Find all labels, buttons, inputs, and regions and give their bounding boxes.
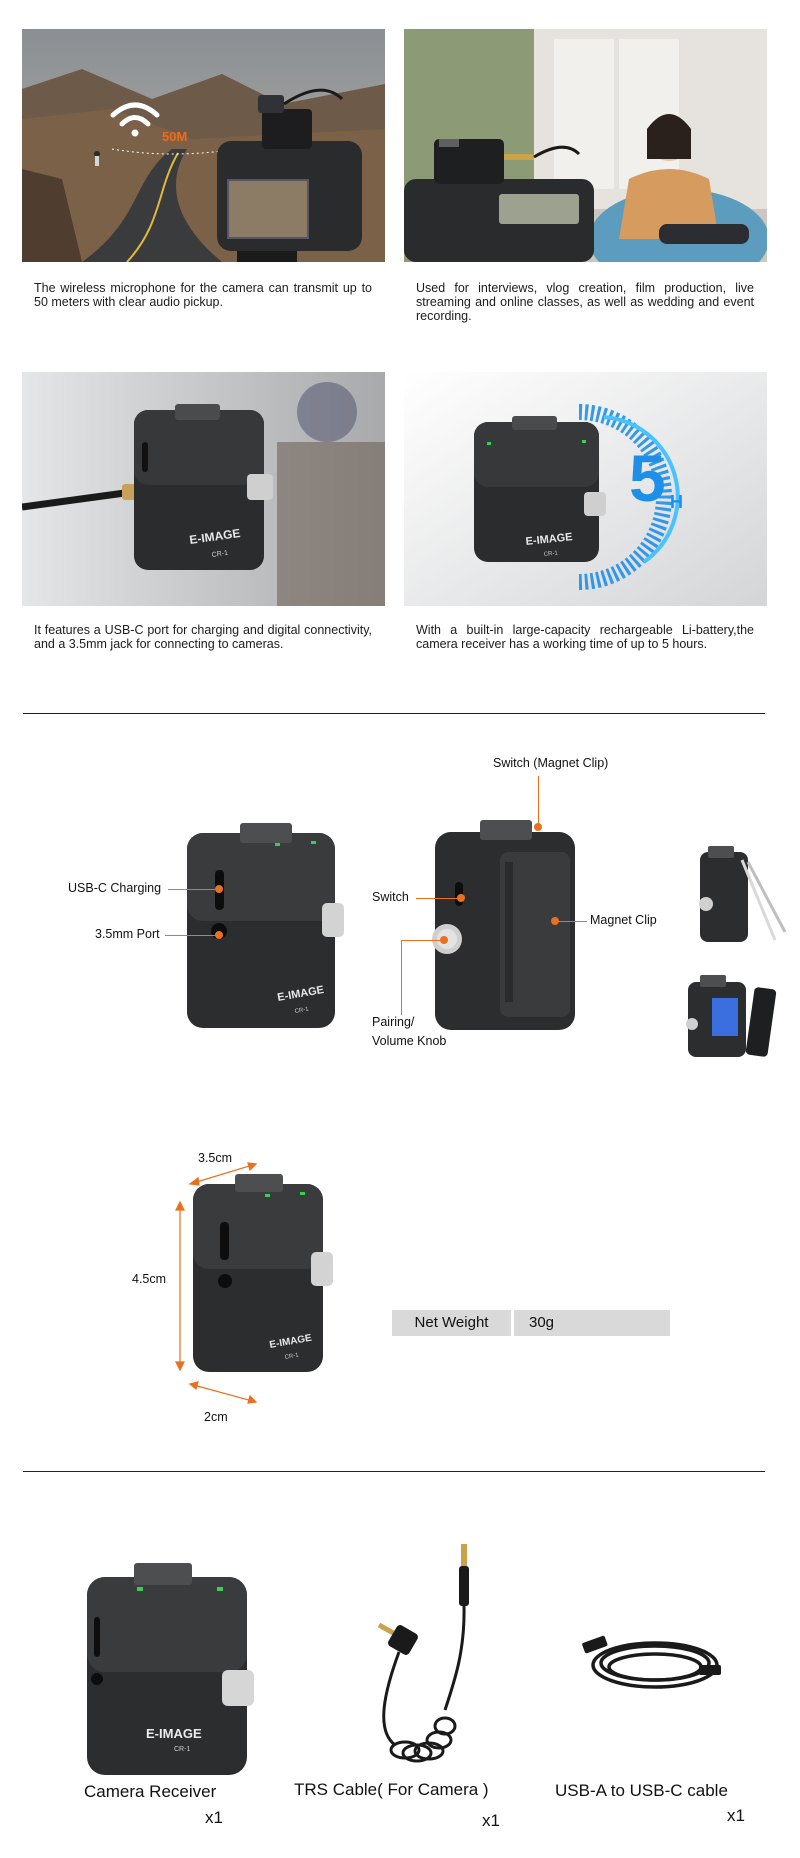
caption-ports: It features a USB-C port for charging an…	[34, 623, 372, 651]
photo-ports: E-IMAGE CR-1	[22, 372, 385, 606]
pointer-knob-horizontal	[401, 940, 441, 941]
marker-3-5mm	[215, 931, 223, 939]
battery-hours-number: 5	[629, 441, 666, 515]
svg-text:CR-1: CR-1	[544, 550, 559, 557]
label-3-5mm-port: 3.5mm Port	[95, 927, 160, 941]
device-dimension-view: E-IMAGE CR-1	[193, 1174, 333, 1372]
interview-scene-illustration	[404, 29, 767, 262]
clip-side-view-open	[699, 846, 787, 942]
pointer-switch	[416, 898, 460, 899]
kit-item-qty-trs-cable: x1	[482, 1811, 500, 1830]
device-clip-view	[432, 820, 575, 1030]
pointer-3-5mm	[165, 935, 217, 936]
net-weight-value: 30g	[514, 1310, 670, 1336]
marker-switch-clip	[534, 823, 542, 831]
device-ports-view: E-IMAGE CR-1	[187, 823, 344, 1028]
net-weight-label: Net Weight	[392, 1310, 511, 1336]
battery-hours-unit: H	[670, 492, 683, 512]
label-usb-c-charging: USB-C Charging	[68, 881, 162, 895]
label-volume-knob: Volume Knob	[372, 1034, 447, 1048]
dimension-height: 4.5cm	[132, 1272, 167, 1286]
caption-battery-life: With a built-in large-capacity rechargea…	[416, 623, 754, 651]
kit-camera-receiver-image: E-IMAGE CR-1	[87, 1563, 254, 1775]
section-divider-1	[23, 713, 765, 714]
svg-text:CR-1: CR-1	[174, 1746, 190, 1753]
range-overlay-label: 50M	[162, 129, 188, 144]
dimension-width: 3.5cm	[198, 1151, 233, 1165]
kit-item-name-trs-cable: TRS Cable( For Camera )	[294, 1780, 489, 1799]
kit-item-name-usb-cable: USB-A to USB-C cable	[555, 1781, 728, 1800]
dimension-arrows	[175, 1162, 258, 1404]
marker-switch	[457, 894, 465, 902]
marker-knob	[440, 936, 448, 944]
caption-interview-usage: Used for interviews, vlog creation, film…	[416, 281, 754, 323]
clip-side-view-magnet	[686, 975, 777, 1057]
svg-text:CR-1: CR-1	[294, 1007, 309, 1015]
road-scene-illustration	[22, 29, 385, 262]
pointer-knob-vertical	[401, 940, 402, 1015]
photo-battery-life: E-IMAGE CR-1 5 H	[404, 372, 767, 606]
svg-text:CR-1: CR-1	[211, 550, 228, 559]
label-pairing: Pairing/	[372, 1015, 415, 1029]
ports-scene-illustration: E-IMAGE CR-1	[22, 372, 385, 606]
kit-item-qty-usb-cable: x1	[727, 1806, 745, 1825]
pointer-switch-clip	[538, 776, 539, 826]
net-weight-table: Net Weight 30g	[392, 1310, 670, 1336]
svg-text:E-IMAGE: E-IMAGE	[146, 1726, 202, 1741]
svg-text:E-IMAGE: E-IMAGE	[525, 531, 573, 548]
kit-trs-cable-image	[377, 1544, 469, 1763]
wifi-icon	[110, 102, 160, 137]
label-magnet-clip: Magnet Clip	[590, 913, 657, 927]
section-divider-2	[23, 1471, 765, 1472]
label-switch-magnet-clip: Switch (Magnet Clip)	[493, 756, 609, 770]
battery-scene-illustration: E-IMAGE CR-1	[404, 372, 767, 606]
marker-usb-c	[215, 885, 223, 893]
dimension-depth: 2cm	[204, 1410, 228, 1424]
kit-usb-cable-image	[582, 1635, 721, 1689]
pointer-usb-c	[168, 889, 218, 890]
marker-magnet-clip	[551, 917, 559, 925]
kit-item-name-camera-receiver: Camera Receiver	[84, 1782, 217, 1801]
pointer-magnet-clip	[555, 921, 587, 922]
photo-wireless-range: 50M	[22, 29, 385, 262]
kit-item-qty-camera-receiver: x1	[205, 1808, 223, 1827]
svg-text:CR-1: CR-1	[284, 1353, 299, 1361]
label-switch: Switch	[372, 890, 409, 904]
caption-wireless-range: The wireless microphone for the camera c…	[34, 281, 372, 309]
photo-interview-usage	[404, 29, 767, 262]
